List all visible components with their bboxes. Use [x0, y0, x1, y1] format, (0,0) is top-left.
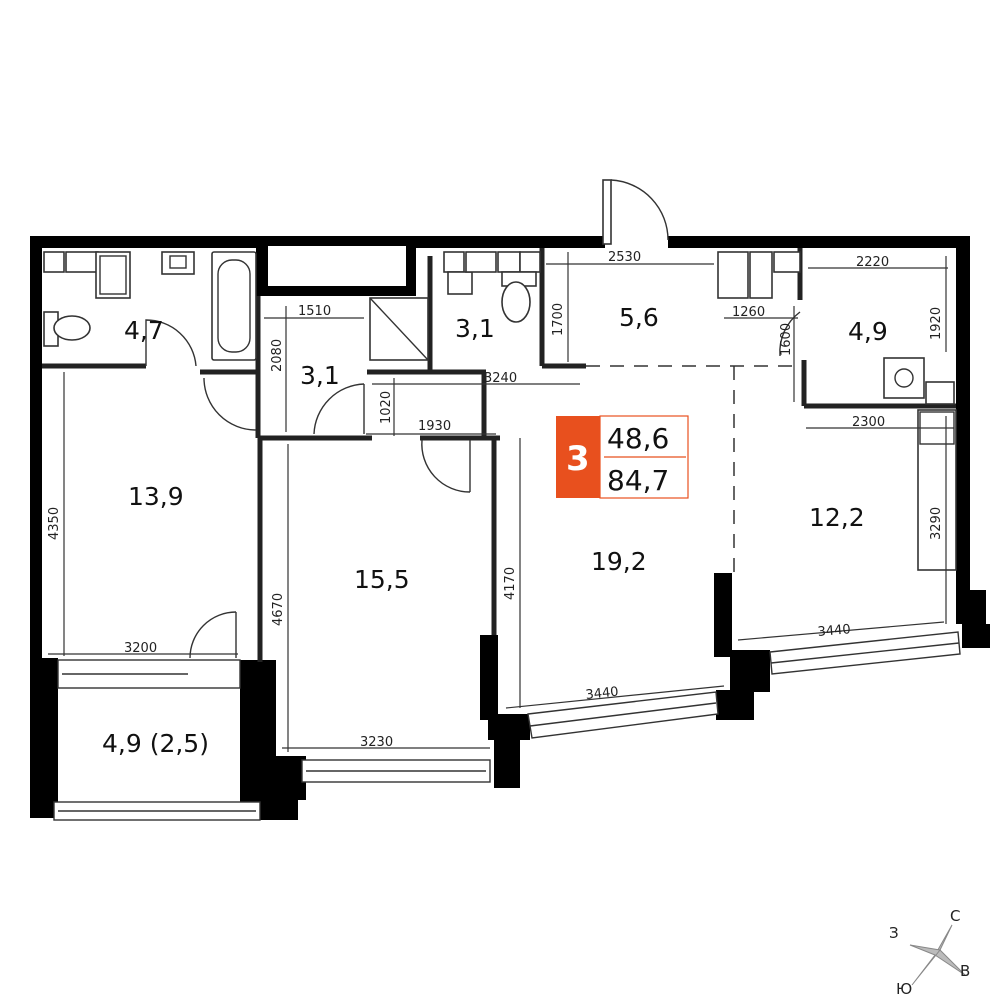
room-area-bath-right: 4,9 [848, 317, 888, 346]
room-area-bath-left: 4,7 [124, 316, 164, 345]
dimension-lines [48, 252, 954, 752]
room-area-kitchen: 12,2 [809, 503, 865, 532]
dim-3200: 3200 [124, 641, 157, 656]
zone-lines [586, 365, 800, 573]
entry-door [602, 179, 669, 245]
room-area-hall-small: 3,1 [300, 361, 340, 390]
dim-3440-kitchen: 3440 [817, 622, 851, 640]
fixtures [43, 251, 957, 571]
toilet [501, 281, 531, 323]
badge-living-area: 48,6 [607, 422, 669, 455]
dim-3240: 3240 [484, 371, 517, 386]
badge-total-area: 84,7 [607, 464, 669, 497]
walls [30, 236, 990, 820]
window-bedroom-left [57, 659, 241, 689]
window-kitchen [769, 631, 961, 675]
room-area-bedroom-mid: 15,5 [354, 565, 410, 594]
dim-1020: 1020 [379, 391, 394, 424]
badge-room-count: 3 [566, 439, 590, 479]
windows [53, 631, 961, 821]
dim-1260: 1260 [732, 305, 765, 320]
room-area-balcony: 4,9 (2,5) [102, 729, 209, 758]
dim-2530: 2530 [608, 250, 641, 265]
doors [145, 311, 801, 659]
compass-west: З [889, 924, 899, 942]
dim-4350: 4350 [47, 507, 62, 540]
compass-south: Ю [896, 980, 912, 998]
compass-rose: С З В Ю [889, 907, 970, 998]
room-area-bedroom-left: 13,9 [128, 482, 184, 511]
window-balcony [53, 801, 261, 821]
dim-1700: 1700 [551, 303, 566, 336]
bathtub [211, 251, 257, 361]
dim-2220: 2220 [856, 255, 889, 270]
dim-1600: 1600 [779, 323, 794, 356]
kitchen-counter [917, 409, 957, 571]
dim-2300: 2300 [852, 415, 885, 430]
room-area-hall-entry: 5,6 [619, 303, 659, 332]
room-area-living: 19,2 [591, 547, 647, 576]
badge-accent [556, 416, 600, 498]
window-bedroom-mid [301, 759, 491, 783]
summary-badge: 3 48,6 84,7 [556, 415, 689, 499]
dim-1920: 1920 [929, 307, 944, 340]
dim-4170: 4170 [503, 567, 518, 600]
dim-2080: 2080 [270, 339, 285, 372]
compass-north: С [950, 907, 960, 925]
window-living [527, 691, 719, 739]
dim-3440-living: 3440 [585, 685, 619, 703]
dim-1510: 1510 [298, 304, 331, 319]
room-area-bath-mid: 3,1 [455, 314, 495, 343]
partitions [42, 248, 956, 662]
dim-1930: 1930 [418, 419, 451, 434]
compass-east: В [960, 962, 970, 980]
washing-machine [883, 357, 925, 399]
dim-4670: 4670 [271, 593, 286, 626]
dim-3230: 3230 [360, 735, 393, 750]
dim-3290: 3290 [929, 507, 944, 540]
